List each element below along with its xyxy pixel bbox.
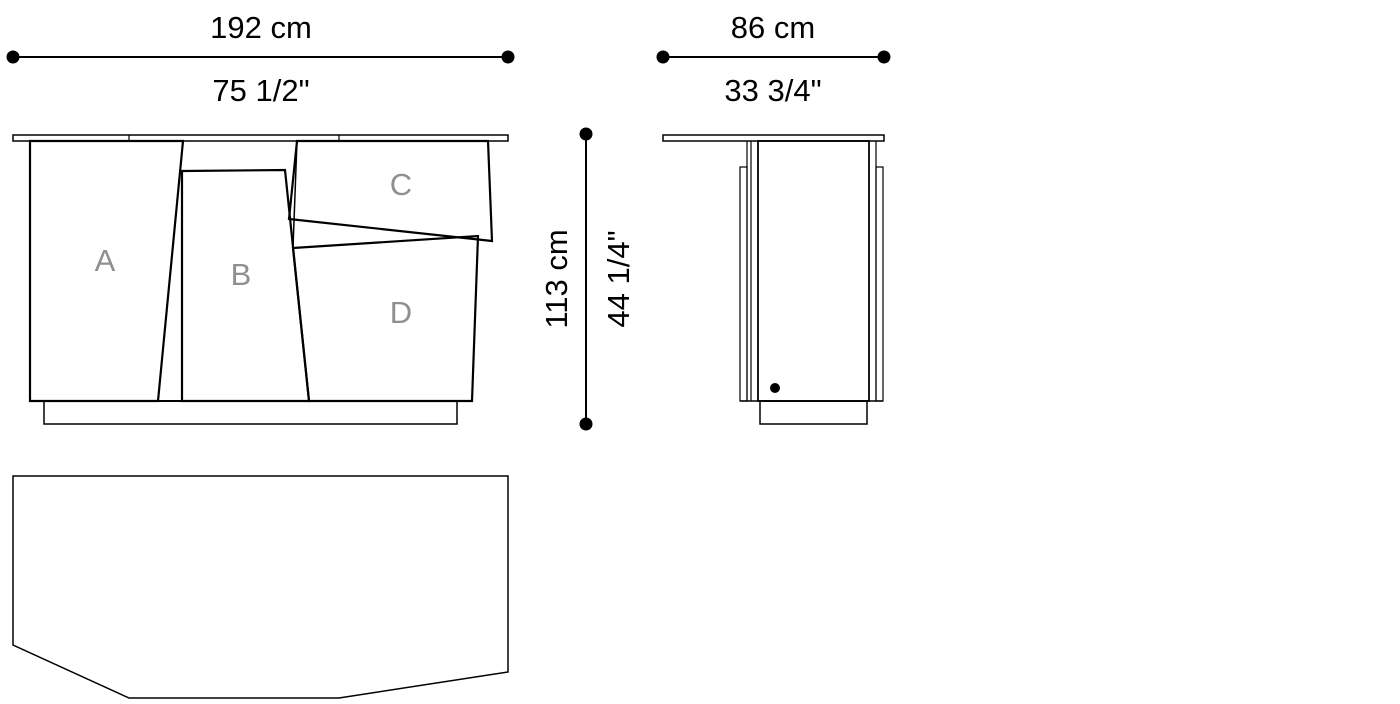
- height-dimension-bottom-dot: [579, 417, 593, 431]
- width-dimension-start-dot: [6, 50, 20, 64]
- panel-a: [28, 139, 185, 403]
- panel-d: [291, 234, 480, 403]
- width-in-label: 75 1/2": [212, 73, 309, 108]
- height-cm-label: 113 cm: [539, 229, 574, 328]
- panel-c-label: C: [390, 167, 412, 202]
- height-in-label: 44 1/4": [601, 230, 636, 327]
- side-left-outer-panel: [739, 166, 748, 402]
- side-main-body: [757, 140, 870, 402]
- front-top-slab: [12, 134, 509, 142]
- side-knob-dot: [770, 383, 780, 393]
- height-dimension-top-dot: [579, 127, 593, 141]
- depth-cm-label: 86 cm: [731, 10, 815, 45]
- side-right-outer-panel: [875, 166, 884, 402]
- depth-in-label: 33 3/4": [724, 73, 821, 108]
- panel-c-d-gap-line: [292, 140, 298, 249]
- height-dimension: 113 cm 44 1/4": [539, 127, 636, 431]
- depth-dimension-start-dot: [656, 50, 670, 64]
- width-cm-label: 192 cm: [210, 10, 312, 45]
- panel-a-label: A: [95, 243, 116, 278]
- width-dimension: 192 cm 75 1/2": [6, 10, 515, 108]
- panel-d-label: D: [390, 295, 412, 330]
- top-view: [12, 475, 509, 699]
- panel-b-label: B: [231, 257, 252, 292]
- side-view: [662, 134, 885, 425]
- side-plinth: [759, 400, 868, 425]
- depth-dimension: 86 cm 33 3/4": [656, 10, 891, 108]
- panel-c: [287, 139, 494, 243]
- width-dimension-end-dot: [501, 50, 515, 64]
- depth-dimension-end-dot: [877, 50, 891, 64]
- front-view: A B C D: [12, 134, 509, 425]
- top-view-outline: [12, 475, 509, 699]
- front-plinth: [43, 400, 458, 425]
